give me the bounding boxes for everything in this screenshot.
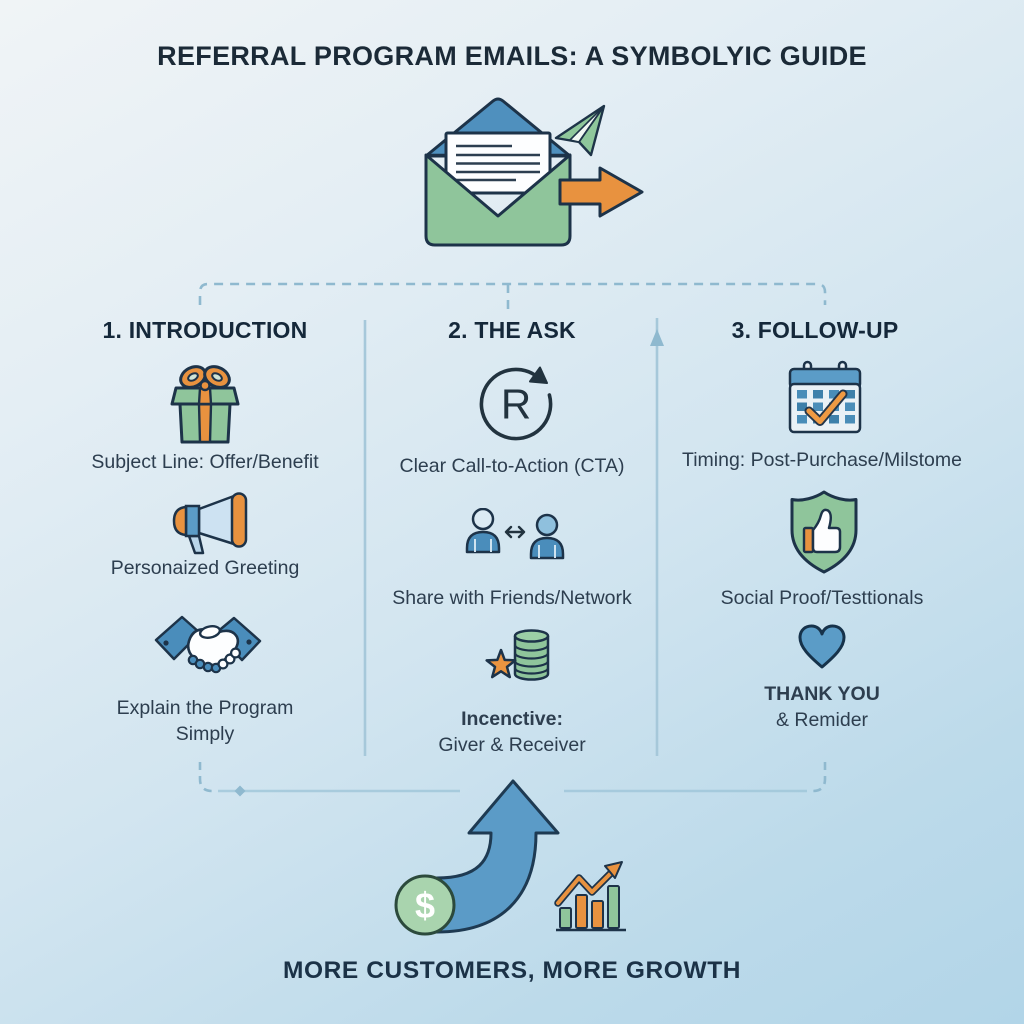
both-ways-arrow-icon xyxy=(506,527,524,537)
refresh-r-icon: R xyxy=(470,358,562,450)
gift-icon xyxy=(166,362,244,446)
bottom-bracket-left xyxy=(200,762,212,791)
calendar-check-icon xyxy=(786,360,864,436)
dollar-coin-icon: $ xyxy=(396,876,454,934)
people-share-icon xyxy=(462,508,568,570)
column-header: 1. INTRODUCTION xyxy=(102,317,308,343)
growth-arrow-up-icon xyxy=(437,781,558,932)
item-label-bold: THANK YOU xyxy=(764,683,880,705)
letter-paper xyxy=(446,133,550,193)
item-label: Share with Friends/Network xyxy=(392,587,632,609)
column-header: 2. THE ASK xyxy=(448,317,576,343)
item-label: Explain the Program Simply xyxy=(116,697,294,745)
bottom-bracket-right xyxy=(813,762,825,791)
top-dashed-bracket xyxy=(200,284,825,305)
paper-plane-icon xyxy=(556,106,604,155)
forward-arrow-icon xyxy=(560,168,642,216)
mini-bar-chart-icon xyxy=(556,862,626,930)
item-label: Clear Call-to-Action (CTA) xyxy=(399,455,625,477)
item-label: Personaized Greeting xyxy=(110,557,300,579)
star-coins-icon xyxy=(484,628,554,686)
item-label: & Remider xyxy=(775,709,869,731)
footer-tagline: MORE CUSTOMERS, MORE GROWTH xyxy=(282,957,742,984)
handshake-icon xyxy=(153,614,263,682)
page-title: REFERRAL PROGRAM EMAILS: A SYMBOLYIC GUI… xyxy=(157,41,867,71)
open-envelope-icon xyxy=(398,92,650,254)
megaphone-icon xyxy=(172,492,254,556)
growth-group: $ xyxy=(380,770,640,940)
item-label: Social Proof/Testtionals xyxy=(720,587,924,609)
divider-up-arrow-icon xyxy=(650,329,664,346)
bottom-line-diamond xyxy=(234,785,246,797)
item-label-bold: Incenctive: xyxy=(461,708,563,730)
shield-thumbs-up-icon xyxy=(784,488,864,576)
item-label: Subject Line: Offer/Benefit xyxy=(91,451,319,473)
item-label: Giver & Receiver xyxy=(438,734,586,756)
heart-icon xyxy=(797,624,847,670)
column-header: 3. FOLLOW-UP xyxy=(731,317,899,343)
item-label: Timing: Post-Purchase/Milstome xyxy=(682,449,962,471)
r-glyph: R xyxy=(501,381,531,428)
dollar-glyph: $ xyxy=(415,885,435,926)
